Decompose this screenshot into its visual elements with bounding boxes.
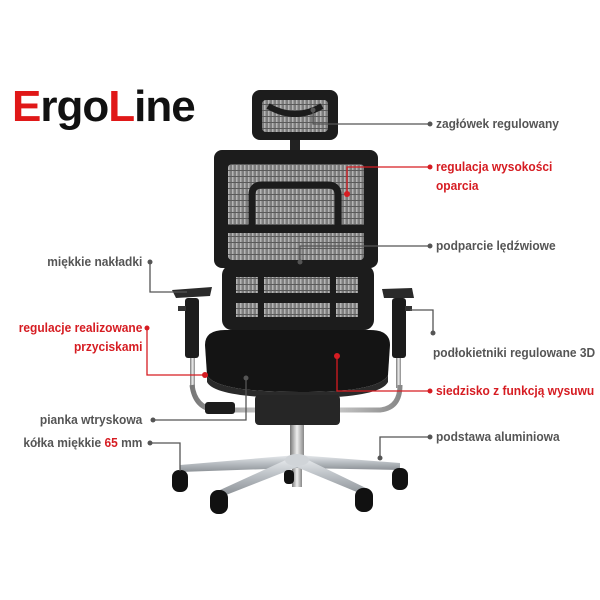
label-lumbar: podparcie lędźwiowe bbox=[436, 238, 556, 253]
brand-logo: ErgoLine bbox=[12, 82, 196, 131]
headrest bbox=[252, 90, 338, 152]
backrest bbox=[214, 150, 378, 268]
lumbar-section bbox=[222, 265, 374, 330]
leader-dots-red bbox=[144, 164, 433, 394]
seat-mechanism bbox=[255, 395, 340, 425]
label-base: podstawa aluminiowa bbox=[436, 429, 560, 444]
casters-suffix: mm bbox=[117, 435, 142, 450]
leader-lines-gray bbox=[149, 110, 434, 471]
label-backrest-height-1: regulacja wysokości bbox=[436, 159, 553, 174]
gas-lift bbox=[290, 425, 304, 460]
aluminium-base bbox=[180, 454, 400, 495]
label-backrest-height-2: oparcia bbox=[436, 178, 479, 193]
logo-text-ine: ine bbox=[134, 82, 196, 131]
label-seat-slide: siedzisko z funkcją wysuwu bbox=[436, 383, 595, 398]
seat bbox=[205, 330, 390, 398]
label-buttons-2: przyciskami bbox=[73, 339, 142, 354]
label-buttons-1: regulacje realizowane bbox=[18, 320, 142, 335]
label-foam: pianka wtryskowa bbox=[39, 412, 142, 427]
casters-prefix: kółka miękkie bbox=[22, 435, 105, 450]
leader-lines-red bbox=[146, 166, 430, 392]
casters-size: 65 bbox=[104, 435, 118, 450]
logo-letter-e: E bbox=[12, 82, 41, 131]
leader-dots-gray bbox=[147, 107, 436, 461]
right-armrest bbox=[382, 288, 414, 388]
logo-letter-l: L bbox=[108, 82, 135, 131]
label-armrest-pads: miękkie nakładki bbox=[46, 254, 142, 269]
casters bbox=[172, 468, 408, 514]
label-casters: kółka miękkie 65 mm bbox=[23, 435, 142, 450]
label-armrests-3d: podłokietniki regulowane 3D bbox=[433, 345, 596, 360]
label-headrest: zagłówek regulowany bbox=[436, 116, 559, 131]
logo-text-rgo: rgo bbox=[40, 82, 109, 131]
left-armrest bbox=[172, 287, 212, 388]
